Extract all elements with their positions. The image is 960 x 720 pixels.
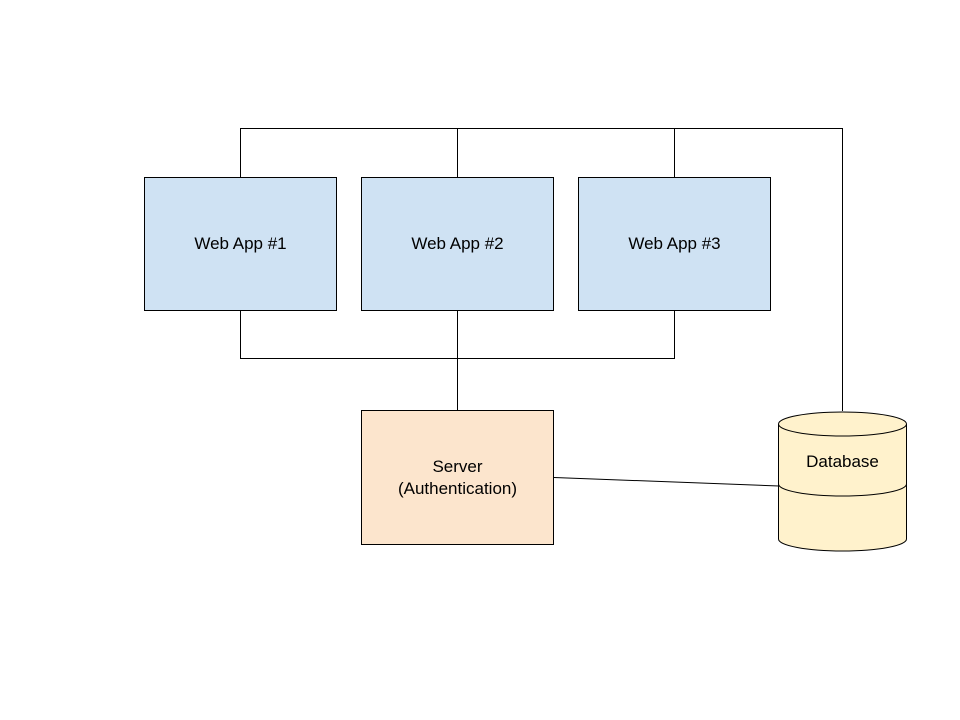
server-database-connector	[553, 477, 780, 487]
server-sublabel: (Authentication)	[397, 478, 518, 498]
database-middle-rim	[778, 483, 907, 497]
bottom-bus-connector	[240, 311, 675, 410]
top-bus-line	[240, 128, 843, 411]
web-app-3-label: Web App #3	[628, 234, 721, 253]
web-app-1-label: Web App #1	[194, 234, 287, 253]
server-box: Server (Authentication)	[361, 410, 554, 545]
web-app-2-box: Web App #2	[361, 177, 554, 311]
database-label: Database	[806, 452, 879, 471]
top-bus-connector	[240, 128, 843, 411]
web-app-1-box: Web App #1	[144, 177, 337, 311]
web-app-3-box: Web App #3	[578, 177, 771, 311]
database-body	[778, 411, 907, 552]
database-top-rim	[778, 423, 907, 437]
web-app-2-label: Web App #2	[411, 234, 504, 253]
server-label: Server	[432, 456, 483, 476]
database-cylinder-icon	[778, 411, 907, 552]
